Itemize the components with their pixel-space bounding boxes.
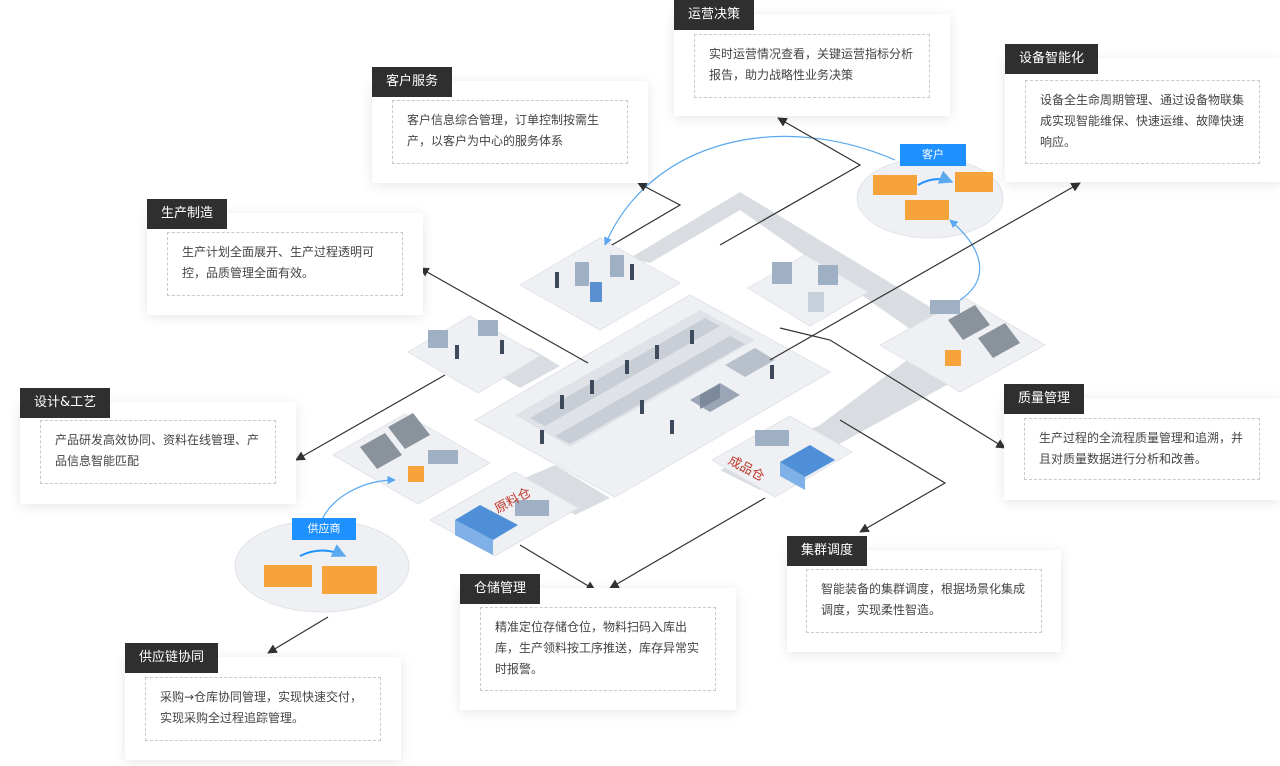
tag-warehouse: 仓储管理 xyxy=(460,574,541,604)
service-station xyxy=(518,237,682,331)
card-customer-service: 客户服务 客户信息综合管理，订单控制按需生产，以客户为中心的服务体系 xyxy=(372,67,648,183)
ops-station xyxy=(747,254,869,327)
production-floor xyxy=(473,294,832,498)
equipment-area xyxy=(878,297,1047,393)
design-area xyxy=(407,315,541,394)
tag-design: 设计&工艺 xyxy=(20,388,111,418)
card-equipment: 设备智能化 设备全生命周期管理、通过设备物联集成实现智能维保、快速运维、故障快速… xyxy=(1005,44,1280,182)
text-customer-service: 客户信息综合管理，订单控制按需生产，以客户为中心的服务体系 xyxy=(392,100,628,164)
text-cluster: 智能装备的集群调度，根据场景化集成调度，实现柔性智造。 xyxy=(806,569,1042,633)
text-design: 产品研发高效协同、资料在线管理、产品信息智能匹配 xyxy=(40,420,276,484)
tag-supply-chain: 供应链协同 xyxy=(125,643,219,673)
text-equipment: 设备全生命周期管理、通过设备物联集成实现智能维保、快速运维、故障快速响应。 xyxy=(1025,80,1260,164)
tag-customer-service: 客户服务 xyxy=(372,67,453,97)
card-design: 设计&工艺 产品研发高效协同、资料在线管理、产品信息智能匹配 xyxy=(20,388,296,504)
supplier-pill[interactable]: 供应商 xyxy=(292,518,356,540)
blue-flows xyxy=(321,135,981,521)
card-warehouse: 仓储管理 精准定位存储仓位，物料扫码入库出库，生产领料按工序推送，库存异常实时报… xyxy=(460,574,736,710)
tag-production: 生产制造 xyxy=(147,199,228,229)
text-ops-decision: 实时运营情况查看，关键运营指标分析报告，助力战略性业务决策 xyxy=(694,34,930,98)
text-supply-chain: 采购→仓库协同管理，实现快速交付，实现采购全过程追踪管理。 xyxy=(145,677,381,741)
text-production: 生产计划全面展开、生产过程透明可控，品质管理全面有效。 xyxy=(167,232,403,296)
text-warehouse: 精准定位存储仓位，物料扫码入库出库，生产领料按工序推送，库存异常实时报警。 xyxy=(480,607,716,691)
finished-warehouse xyxy=(710,415,853,498)
connector-arrows xyxy=(267,117,1081,654)
tag-ops-decision: 运营决策 xyxy=(674,0,755,30)
card-ops-decision: 运营决策 实时运营情况查看，关键运营指标分析报告，助力战略性业务决策 xyxy=(674,0,950,116)
tag-quality: 质量管理 xyxy=(1004,384,1085,414)
card-production: 生产制造 生产计划全面展开、生产过程透明可控，品质管理全面有效。 xyxy=(147,199,423,315)
supplier-hub xyxy=(234,519,410,613)
customer-pill[interactable]: 客户 xyxy=(900,144,966,166)
text-quality: 生产过程的全流程质量管理和追溯，并且对质量数据进行分析和改善。 xyxy=(1024,418,1260,480)
raw-warehouse xyxy=(428,471,580,557)
tag-equipment: 设备智能化 xyxy=(1005,44,1099,74)
raw-storage xyxy=(331,413,492,505)
card-quality: 质量管理 生产过程的全流程质量管理和追溯，并且对质量数据进行分析和改善。 xyxy=(1004,384,1280,500)
card-supply-chain: 供应链协同 采购→仓库协同管理，实现快速交付，实现采购全过程追踪管理。 xyxy=(125,643,401,760)
card-cluster: 集群调度 智能装备的集群调度，根据场景化集成调度，实现柔性智造。 xyxy=(787,536,1061,652)
tag-cluster: 集群调度 xyxy=(787,536,868,566)
customer-hub xyxy=(856,157,1004,239)
